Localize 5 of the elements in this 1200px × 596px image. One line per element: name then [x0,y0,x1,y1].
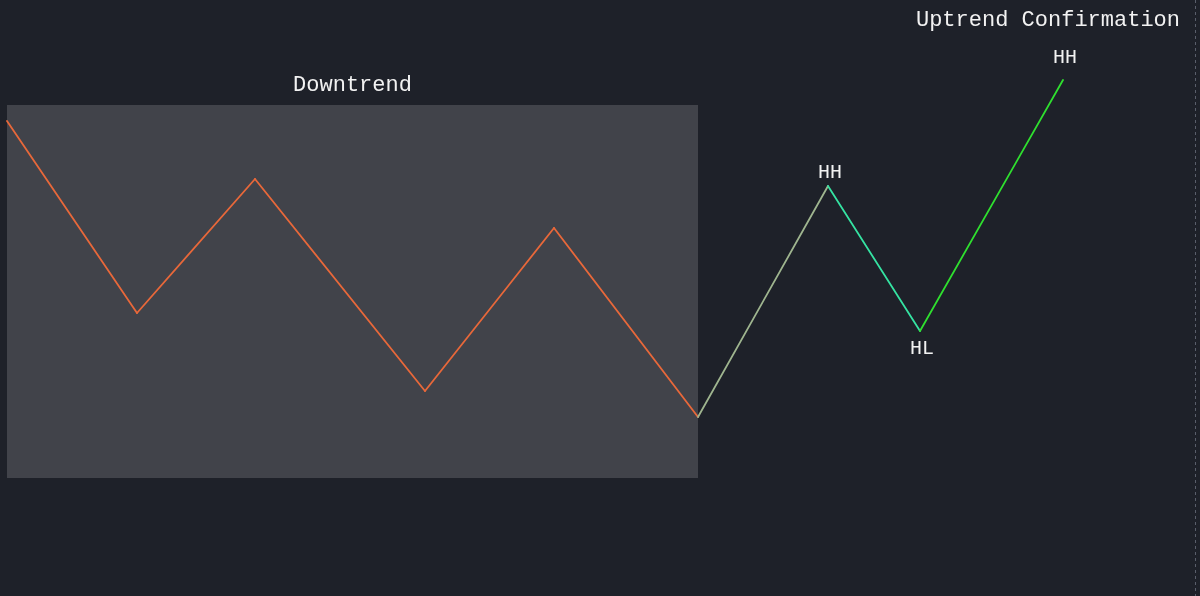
swing-point-label: HL [910,337,934,361]
band-heading: Downtrend [292,73,413,99]
swing-point-label: HH [818,161,842,185]
swing-point-label: HH [1053,46,1077,70]
annotation-text: Uptrend Confirmation [915,9,1180,33]
